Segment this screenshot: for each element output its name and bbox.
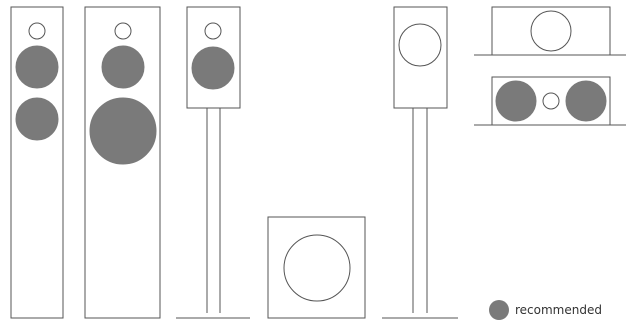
stand-speaker: [382, 7, 458, 318]
speaker-cabinet: [394, 7, 447, 108]
recommended-swatch: [489, 300, 509, 320]
tweeter: [543, 93, 559, 109]
woofer-recommended: [496, 81, 536, 121]
tweeter: [205, 23, 221, 39]
speaker-cabinet: [492, 7, 610, 55]
floorstanding-speaker-large: [85, 7, 160, 318]
woofer-recommended: [566, 81, 606, 121]
legend-label: recommended: [515, 303, 602, 317]
tweeter: [115, 23, 131, 39]
woofer: [531, 11, 571, 51]
floorstanding-speaker-small: [11, 7, 63, 318]
legend: recommended: [489, 299, 602, 321]
center-speaker-recommended: [474, 77, 626, 125]
woofer-recommended: [16, 98, 58, 140]
woofer-recommended: [102, 46, 144, 88]
subwoofer: [268, 217, 365, 318]
stand-speaker-recommended: [176, 7, 250, 318]
woofer-recommended: [16, 46, 58, 88]
woofer-recommended: [192, 47, 234, 89]
woofer: [399, 24, 441, 66]
subwoofer-recommended: [90, 98, 156, 164]
tweeter: [29, 23, 45, 39]
center-speaker: [474, 7, 626, 55]
woofer: [284, 235, 350, 301]
